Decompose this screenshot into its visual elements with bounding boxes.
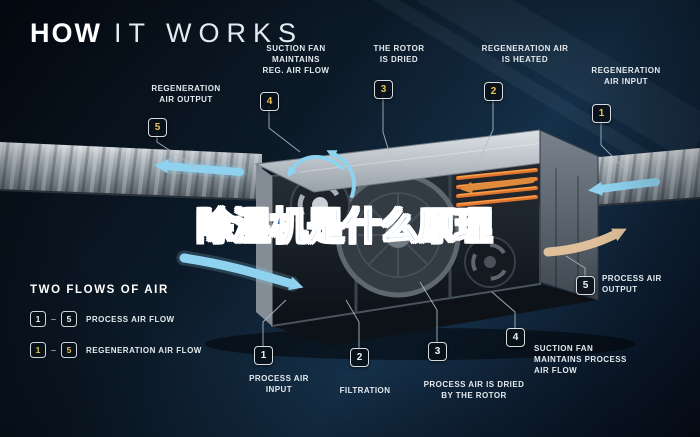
callout-badge-process-1: 1 bbox=[254, 346, 273, 365]
legend-badge-to: 5 bbox=[61, 311, 78, 327]
legend-label-regeneration-air-flow: REGENERATION AIR FLOW bbox=[86, 345, 202, 355]
callout-badge-regen-5: 5 bbox=[148, 118, 167, 137]
callout-badge-process-3: 3 bbox=[428, 342, 447, 361]
badge-number: 3 bbox=[434, 346, 441, 357]
callout-label-regeneration-air-output: REGENERATION AIR OUTPUT bbox=[151, 84, 221, 104]
callout-badge-regen-4: 4 bbox=[260, 92, 279, 111]
callout-badge-process-4: 4 bbox=[506, 328, 525, 347]
callout-label-suction-fan-process: SUCTION FAN MAINTAINS PROCESS AIR FLOW bbox=[534, 344, 627, 375]
callout-label-regeneration-air-heated: REGENERATION AIR IS HEATED bbox=[481, 44, 569, 64]
callout-badge-regen-2: 2 bbox=[484, 82, 503, 101]
badge-number: 5 bbox=[154, 122, 161, 133]
badge-number: 2 bbox=[356, 352, 363, 363]
legend-dash: – bbox=[51, 314, 57, 324]
callout-badge-regen-1: 1 bbox=[592, 104, 611, 123]
callout-badge-regen-3: 3 bbox=[374, 80, 393, 99]
legend-label-process-air-flow: PROCESS AIR FLOW bbox=[86, 314, 175, 324]
badge-number: 4 bbox=[266, 96, 273, 107]
callout-label-filtration: FILTRATION bbox=[339, 386, 391, 395]
callout-label-process-air-input: PROCESS AIR INPUT bbox=[249, 374, 309, 394]
callout-label-suction-fan-reg: SUCTION FAN MAINTAINS REG. AIR FLOW bbox=[262, 44, 330, 75]
callout-label-rotor-dried: THE ROTOR IS DRIED bbox=[373, 44, 425, 64]
legend-row-process: 1 – 5 PROCESS AIR FLOW bbox=[30, 311, 202, 327]
callout-label-process-air-dried: PROCESS AIR IS DRIED BY THE ROTOR bbox=[423, 380, 525, 400]
legend-row-regeneration: 1 – 5 REGENERATION AIR FLOW bbox=[30, 342, 202, 358]
legend-badge-from: 1 bbox=[30, 342, 46, 358]
callout-label-process-air-output: PROCESS AIR OUTPUT bbox=[602, 274, 662, 294]
badge-number: 1 bbox=[260, 350, 267, 361]
callout-badge-process-2: 2 bbox=[350, 348, 369, 367]
badge-number: 4 bbox=[512, 332, 519, 343]
badge-number: 5 bbox=[582, 280, 589, 291]
legend-title: TWO FLOWS OF AIR bbox=[30, 284, 169, 296]
legend: TWO FLOWS OF AIR 1 – 5 PROCESS AIR FLOW … bbox=[30, 284, 202, 358]
legend-badge-to: 5 bbox=[61, 342, 78, 358]
legend-badge-from: 1 bbox=[30, 311, 46, 327]
badge-number: 3 bbox=[380, 84, 387, 95]
callout-badge-process-5: 5 bbox=[576, 276, 595, 295]
machine-side-panel bbox=[539, 129, 599, 301]
page-title-strong: HOW bbox=[30, 18, 102, 48]
legend-dash: – bbox=[51, 345, 57, 355]
watermark-text: 除湿机是什么原理 bbox=[195, 205, 493, 248]
badge-number: 1 bbox=[598, 108, 605, 119]
callout-label-regeneration-air-input: REGENERATION AIR INPUT bbox=[591, 66, 661, 86]
badge-number: 2 bbox=[490, 86, 497, 97]
